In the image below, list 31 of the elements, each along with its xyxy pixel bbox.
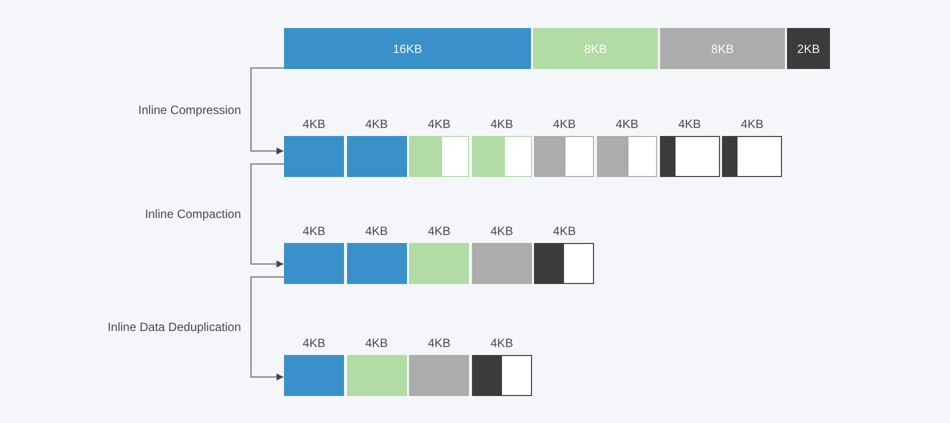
size-label: 4KB: [616, 117, 638, 131]
data-block: [533, 28, 658, 69]
size-label: 4KB: [490, 224, 514, 238]
data-block: [284, 28, 531, 69]
size-label: 4KB: [302, 336, 326, 350]
bracket-arrow: [250, 276, 284, 380]
size-label: 4KB: [365, 224, 388, 238]
edge-label: Inline Compression: [138, 102, 241, 116]
size-label: 4KB: [553, 224, 576, 238]
size-label: 4KB: [428, 117, 451, 131]
edge-label: Inline Compaction: [144, 207, 241, 221]
size-label: 4KB: [428, 336, 451, 350]
size-label: 4KB: [490, 117, 514, 131]
size-label: 4KB: [365, 336, 388, 350]
bracket-arrow: [250, 163, 284, 268]
data-block: [787, 28, 830, 69]
bracket-arrow: [250, 67, 284, 154]
size-label: 8KB: [584, 42, 607, 56]
size-label: 4KB: [553, 117, 576, 131]
size-label: 4KB: [490, 336, 514, 350]
size-label: 4KB: [740, 117, 764, 131]
data-block: [660, 28, 785, 69]
size-label: 4KB: [428, 224, 451, 238]
size-label: 2KB: [797, 42, 820, 56]
size-label: 4KB: [302, 117, 326, 131]
size-label: 4KB: [678, 117, 701, 131]
size-label: 4KB: [302, 224, 326, 238]
size-label: 4KB: [365, 117, 388, 131]
size-label: 16KB: [392, 42, 422, 56]
size-label: 8KB: [711, 42, 734, 56]
edge-label: Inline Data Deduplication: [108, 320, 241, 334]
